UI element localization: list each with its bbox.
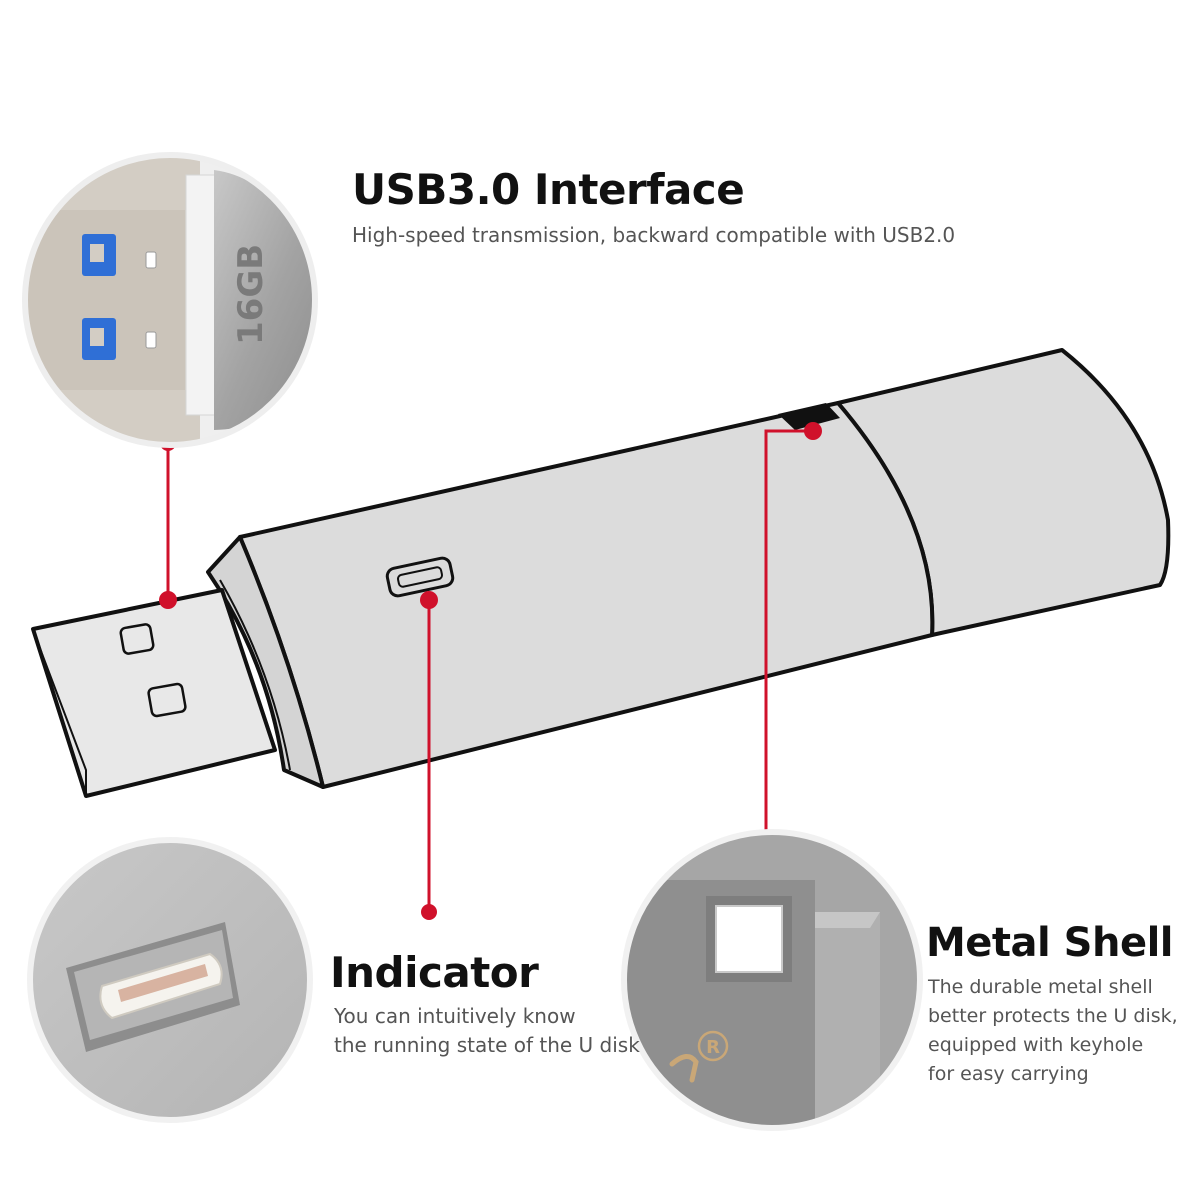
- metal-shell-desc-line: The durable metal shell: [928, 976, 1153, 998]
- indicator-led-icon: [99, 952, 223, 1020]
- usb3-contact-icon: [82, 234, 116, 360]
- detail-indicator: [27, 837, 313, 1123]
- connector-hole-top: [119, 623, 155, 655]
- capacity-label: 16GB: [231, 244, 271, 345]
- detail-usb-connector: 16GB: [22, 152, 318, 448]
- indicator-desc-line: You can intuitively know: [334, 1004, 576, 1028]
- registered-mark-icon: R: [669, 1030, 729, 1083]
- drive-body: [238, 401, 935, 789]
- detail-metal-shell: R: [621, 829, 923, 1131]
- usb-connector: [31, 588, 277, 798]
- callout-lines: [166, 429, 813, 912]
- metal-shell-desc-line: equipped with keyhole: [928, 1034, 1144, 1056]
- metal-shell-desc-line: for easy carrying: [928, 1063, 1089, 1085]
- indicator-title: Indicator: [330, 948, 539, 997]
- usb-drive: [31, 348, 1171, 798]
- svg-text:R: R: [706, 1037, 720, 1058]
- metal-shell-desc-line: better protects the U disk,: [928, 1005, 1178, 1027]
- indicator-desc-line: the running state of the U disk: [334, 1033, 640, 1057]
- keyhole: [778, 403, 840, 430]
- usb-interface-desc-line: High-speed transmission, backward compat…: [352, 223, 956, 247]
- indicator-desc: You can intuitively know the running sta…: [334, 1002, 640, 1060]
- metal-shell-title: Metal Shell: [926, 920, 1174, 966]
- drive-collar: [206, 535, 325, 789]
- metal-shell-desc: The durable metal shell better protects …: [928, 973, 1178, 1089]
- usb-interface-desc: High-speed transmission, backward compat…: [352, 221, 955, 250]
- keyhole-icon: [706, 896, 792, 982]
- connector-hole-bottom: [147, 682, 187, 718]
- usb-interface-title: USB3.0 Interface: [352, 165, 745, 214]
